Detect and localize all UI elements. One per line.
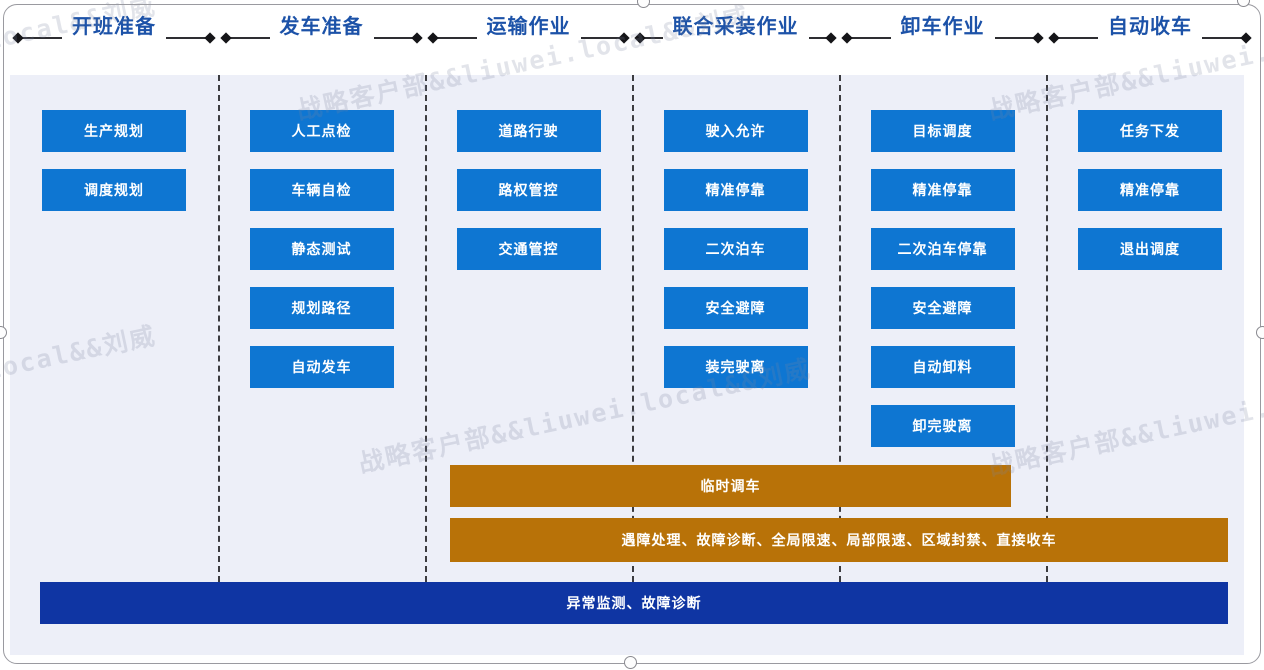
diamond-icon	[618, 32, 630, 44]
task-box: 人工点检	[249, 110, 394, 152]
diamond-icon	[1240, 32, 1252, 44]
phase-header-transport: 运输作业	[425, 12, 632, 44]
diamond-icon	[1032, 32, 1044, 44]
resize-handle-left-middle[interactable]	[0, 326, 7, 339]
connector-left	[12, 32, 62, 44]
phase-label: 自动收车	[1108, 15, 1192, 38]
diamond-icon	[634, 32, 646, 44]
diamond-icon	[411, 32, 423, 44]
column-divider	[1046, 75, 1048, 582]
phase-label: 卸车作业	[900, 15, 985, 38]
task-column-unloading: 目标调度 精准停靠 二次泊车停靠 安全避障 自动卸料 卸完驶离	[839, 110, 1046, 464]
task-box: 卸完驶离	[870, 405, 1015, 447]
diamond-icon	[220, 32, 232, 44]
task-box: 驶入允许	[663, 110, 808, 152]
task-column-joint-loading: 驶入允许 精准停靠 二次泊车 安全避障 装完驶离	[632, 110, 839, 405]
task-box: 二次泊车	[663, 228, 808, 270]
column-divider	[632, 75, 634, 582]
task-box: 精准停靠	[870, 169, 1015, 211]
phase-header-auto-return: 自动收车	[1046, 12, 1254, 44]
task-box: 精准停靠	[1078, 169, 1222, 211]
connector-left	[220, 32, 270, 44]
connector-left	[841, 32, 891, 44]
task-box: 调度规划	[42, 169, 186, 211]
resize-handle-right-middle[interactable]	[1256, 326, 1264, 339]
task-box: 车辆自检	[249, 169, 394, 211]
diamond-icon	[1048, 32, 1060, 44]
bar-anomaly-monitoring: 异常监测、故障诊断	[40, 582, 1228, 624]
diamond-icon	[825, 32, 837, 44]
connector-right	[166, 32, 216, 44]
phase-label: 发车准备	[279, 15, 364, 38]
column-divider	[839, 75, 841, 582]
resize-handle-top-center[interactable]	[637, 0, 650, 8]
task-column-shift-prep: 生产规划 调度规划	[10, 110, 218, 228]
task-box: 生产规划	[42, 110, 186, 152]
connector-right	[373, 32, 423, 44]
task-box: 交通管控	[456, 228, 601, 270]
diamond-icon	[841, 32, 853, 44]
task-box: 退出调度	[1078, 228, 1222, 270]
connector-left	[634, 32, 663, 44]
phase-label: 运输作业	[486, 15, 571, 38]
diamond-icon	[427, 32, 439, 44]
connector-left	[427, 32, 477, 44]
task-box: 装完驶离	[663, 346, 808, 388]
task-box: 二次泊车停靠	[870, 228, 1015, 270]
connector-right	[580, 32, 630, 44]
bar-exception-actions: 遇障处理、故障诊断、全局限速、局部限速、区域封禁、直接收车	[450, 518, 1228, 562]
bar-temporary-dispatch: 临时调车	[450, 465, 1011, 507]
task-box: 自动发车	[249, 346, 394, 388]
task-box: 道路行驶	[456, 110, 601, 152]
resize-handle-top-right[interactable]	[1237, 0, 1250, 7]
phase-header-departure-prep: 发车准备	[218, 12, 425, 44]
task-box: 精准停靠	[663, 169, 808, 211]
phase-header-unloading: 卸车作业	[839, 12, 1046, 44]
phase-label: 开班准备	[72, 15, 156, 38]
task-column-transport: 道路行驶 路权管控 交通管控	[425, 110, 632, 287]
diamond-icon	[12, 32, 24, 44]
connector-right	[994, 32, 1044, 44]
task-box: 规划路径	[249, 287, 394, 329]
resize-handle-bottom-center[interactable]	[624, 656, 637, 669]
column-divider	[218, 75, 220, 582]
task-box: 静态测试	[249, 228, 394, 270]
task-box: 自动卸料	[870, 346, 1015, 388]
task-box: 安全避障	[663, 287, 808, 329]
phase-header-shift-prep: 开班准备	[10, 12, 218, 44]
task-column-departure-prep: 人工点检 车辆自检 静态测试 规划路径 自动发车	[218, 110, 425, 405]
column-divider	[425, 75, 427, 582]
connector-right	[1202, 32, 1252, 44]
connector-left	[1048, 32, 1098, 44]
phase-header-joint-loading: 联合采装作业	[632, 12, 839, 44]
task-box: 路权管控	[456, 169, 601, 211]
phase-label: 联合采装作业	[672, 15, 799, 38]
task-column-auto-return: 任务下发 精准停靠 退出调度	[1046, 110, 1254, 287]
task-box: 目标调度	[870, 110, 1015, 152]
task-box: 安全避障	[870, 287, 1015, 329]
connector-right	[808, 32, 837, 44]
diamond-icon	[204, 32, 216, 44]
task-box: 任务下发	[1078, 110, 1222, 152]
